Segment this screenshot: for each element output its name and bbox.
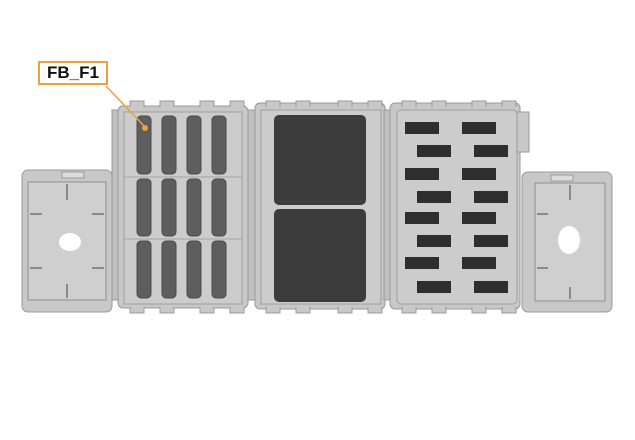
housing-tab	[401, 307, 417, 314]
mini-fuse-6[interactable]	[161, 178, 177, 237]
mini-fuse-1[interactable]	[136, 115, 152, 175]
blade-fuse-1[interactable]	[405, 122, 439, 134]
callout-leader-line	[105, 85, 146, 128]
mini-fuse-7[interactable]	[186, 178, 202, 237]
mini-fuse-12[interactable]	[211, 240, 227, 299]
mini-fuse-10[interactable]	[161, 240, 177, 299]
blade-fuse-11[interactable]	[417, 235, 451, 247]
housing-tab	[159, 307, 175, 314]
mounting-hole	[59, 233, 81, 251]
housing-tab	[229, 100, 245, 107]
blade-fuse-8[interactable]	[474, 191, 508, 203]
blade-fuse-16[interactable]	[474, 281, 508, 293]
relay-2[interactable]	[274, 209, 366, 302]
housing-tab	[129, 307, 145, 314]
housing-tab	[431, 307, 447, 314]
fuse-callout-label[interactable]: FB_F1	[38, 61, 108, 85]
housing-tab	[129, 100, 145, 107]
housing-tab	[431, 100, 447, 107]
mini-fuse-block	[111, 105, 249, 309]
housing-tab	[229, 307, 245, 314]
housing-tab	[337, 100, 353, 107]
mini-fuse-2[interactable]	[161, 115, 177, 175]
mini-fuse-9[interactable]	[136, 240, 152, 299]
blade-fuse-6[interactable]	[462, 168, 496, 180]
blade-fuse-4[interactable]	[474, 145, 508, 157]
housing-tabs	[129, 100, 517, 314]
housing-tab	[367, 100, 383, 107]
left-end-cap	[21, 169, 113, 313]
housing-tab	[159, 100, 175, 107]
housing-tab	[295, 100, 311, 107]
blade-fuse-14[interactable]	[462, 257, 496, 269]
mini-fuse-5[interactable]	[136, 178, 152, 237]
housing-tab	[199, 100, 215, 107]
mini-fuse-4[interactable]	[211, 115, 227, 175]
callout-marker-dot	[142, 125, 148, 131]
housing-tab	[501, 100, 517, 107]
blade-fuse-5[interactable]	[405, 168, 439, 180]
housing-tab	[471, 100, 487, 107]
blade-fuse-15[interactable]	[417, 281, 451, 293]
housing-tab	[199, 307, 215, 314]
housing-tab	[401, 100, 417, 107]
relay-1[interactable]	[274, 115, 366, 205]
mini-fuse-3[interactable]	[186, 115, 202, 175]
housing-tab	[367, 307, 383, 314]
relay-block	[247, 102, 386, 310]
blade-fuse-10[interactable]	[462, 212, 496, 224]
blade-fuse-9[interactable]	[405, 212, 439, 224]
housing-tab	[471, 307, 487, 314]
housing-tab	[295, 307, 311, 314]
mounting-hole	[558, 226, 580, 254]
right-end-cap	[521, 171, 613, 313]
mini-fuse-11[interactable]	[186, 240, 202, 299]
housing-tab	[337, 307, 353, 314]
housing-tab	[501, 307, 517, 314]
blade-fuse-7[interactable]	[417, 191, 451, 203]
blade-fuse-3[interactable]	[417, 145, 451, 157]
housing-tab	[265, 100, 281, 107]
blade-fuse-13[interactable]	[405, 257, 439, 269]
blade-fuse-2[interactable]	[462, 122, 496, 134]
blade-fuse-12[interactable]	[474, 235, 508, 247]
housing-tab	[265, 307, 281, 314]
mini-fuse-8[interactable]	[211, 178, 227, 237]
blade-fuse-block	[383, 102, 530, 310]
